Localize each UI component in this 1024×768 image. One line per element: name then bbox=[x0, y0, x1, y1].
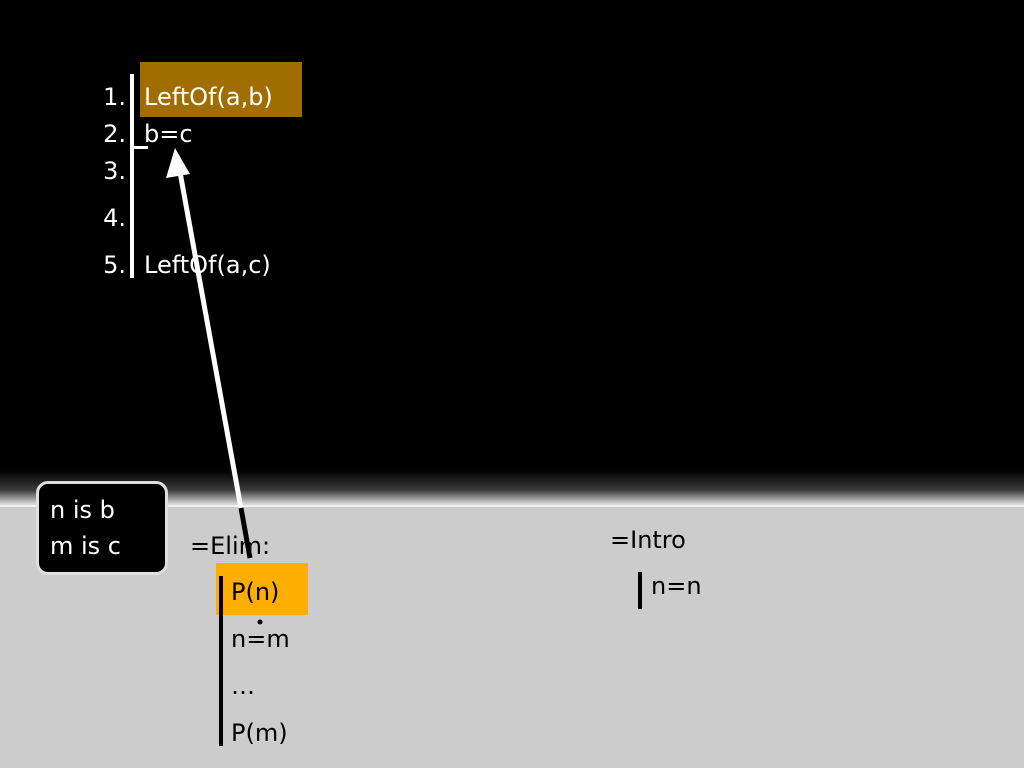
elim-premise-highlight bbox=[216, 563, 308, 615]
line-number-1: 1. bbox=[103, 83, 126, 111]
elim-step-1: P(n) bbox=[231, 578, 280, 606]
line-number-4: 4. bbox=[103, 204, 126, 232]
substitution-n: n is b bbox=[50, 496, 115, 524]
line-formula-2: b=c bbox=[144, 120, 193, 148]
substitution-m: m is c bbox=[50, 532, 122, 560]
proof-scope-line bbox=[130, 74, 134, 278]
line-formula-1: LeftOf(a,b) bbox=[144, 83, 273, 111]
intro-step-1: n=n bbox=[651, 572, 702, 600]
substitution-box: n is b m is c bbox=[36, 481, 168, 575]
elim-step-2: n=m bbox=[231, 625, 290, 653]
intro-rule-title: =Intro bbox=[610, 526, 686, 554]
intro-scope-line bbox=[638, 572, 642, 609]
line-formula-5: LeftOf(a,c) bbox=[144, 251, 271, 279]
rules-panel bbox=[0, 505, 1024, 768]
line-number-2: 2. bbox=[103, 120, 126, 148]
elim-scope-line bbox=[219, 576, 223, 746]
line-1-highlight bbox=[140, 62, 302, 117]
premise-separator bbox=[130, 146, 148, 149]
line-number-3: 3. bbox=[103, 157, 126, 185]
elim-step-4: P(m) bbox=[231, 719, 288, 747]
elim-step-3: … bbox=[231, 672, 255, 700]
line-number-5: 5. bbox=[103, 251, 126, 279]
elim-rule-title: =Elim: bbox=[190, 532, 271, 560]
